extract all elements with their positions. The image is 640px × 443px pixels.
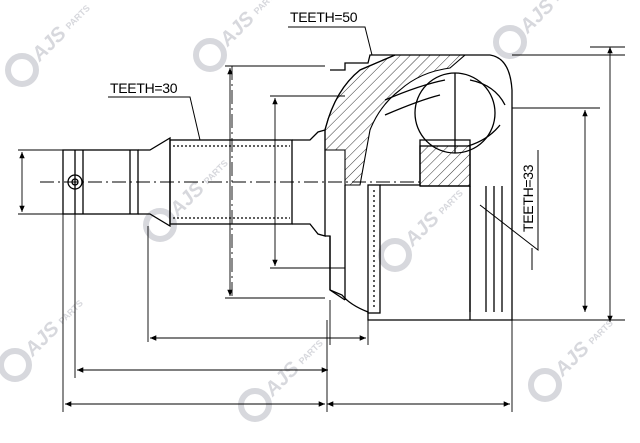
leader-lines xyxy=(108,26,539,270)
watermark-logo: AJS PARTS xyxy=(378,188,465,272)
leader-teeth-33 xyxy=(479,150,539,252)
watermark-logo: AJS PARTS xyxy=(238,338,325,422)
watermark-logo: AJS PARTS xyxy=(143,158,230,242)
watermark-logo: AJS PARTS xyxy=(528,318,615,402)
watermark-suffix: PARTS xyxy=(57,298,85,326)
watermark-suffix: PARTS xyxy=(437,188,465,216)
label-teeth-inner: TEETH=33 xyxy=(520,164,536,232)
watermark-suffix: PARTS xyxy=(587,318,615,346)
watermark-logo: AJS PARTS xyxy=(0,298,85,382)
watermark-suffix: PARTS xyxy=(297,338,325,366)
watermark-logo: AJS PARTS xyxy=(4,3,92,87)
label-teeth-shaft: TEETH=30 xyxy=(110,80,178,96)
dimension-lines xyxy=(18,46,625,412)
housing-section-hatch xyxy=(324,54,467,186)
watermark-suffix: PARTS xyxy=(252,0,280,16)
leader-teeth-50 xyxy=(288,26,373,56)
watermark-suffix: PARTS xyxy=(552,0,580,3)
label-teeth-housing: TEETH=50 xyxy=(290,9,358,25)
part-outline xyxy=(62,54,513,321)
leader-teeth-30 xyxy=(108,96,201,141)
watermark-logo: AJS PARTS xyxy=(493,0,580,59)
abs-ring xyxy=(367,184,381,314)
watermark-suffix: PARTS xyxy=(64,3,92,31)
watermark-logo: AJS PARTS xyxy=(193,0,280,72)
